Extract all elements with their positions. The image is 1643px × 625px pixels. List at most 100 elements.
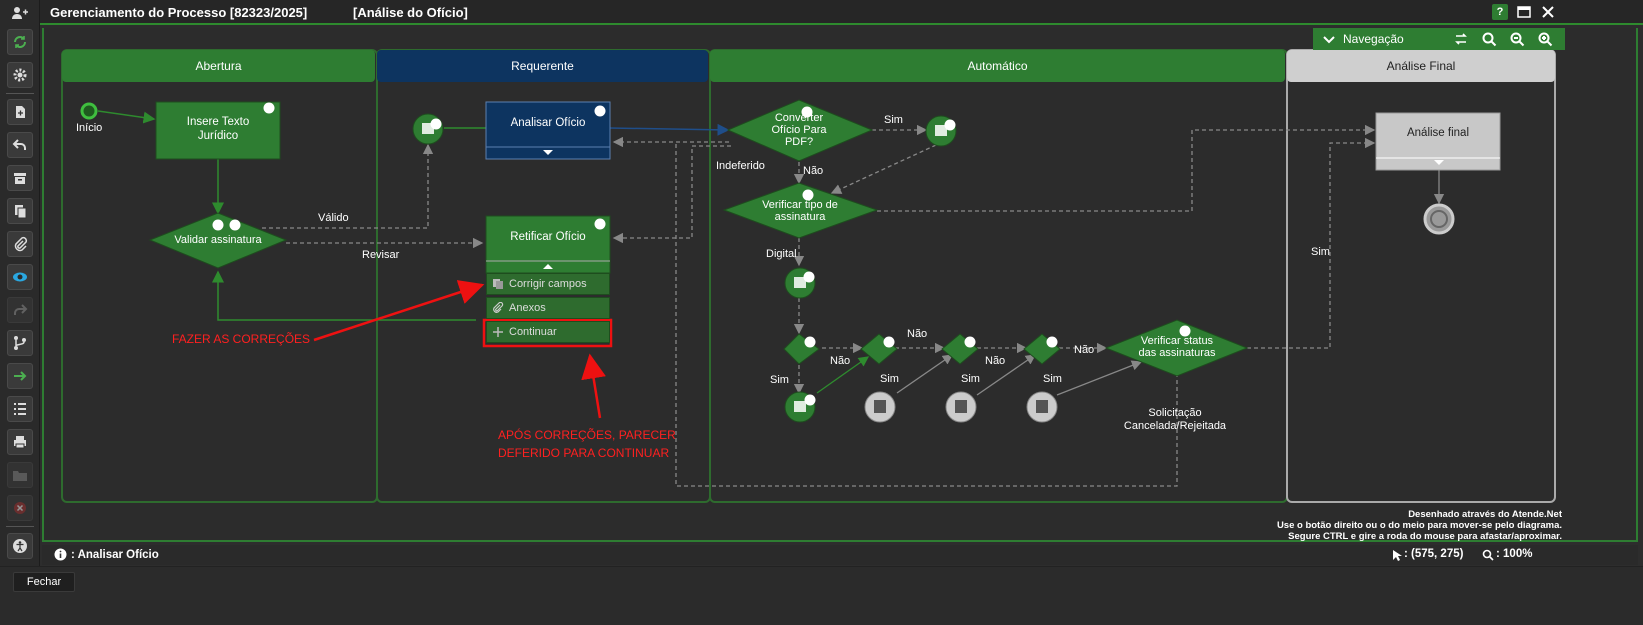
zoom-in-icon[interactable]: [1537, 31, 1553, 47]
end-event[interactable]: [1423, 203, 1455, 235]
gateway-validar-assinatura[interactable]: [148, 212, 288, 269]
edge-label-nao-pdf: Não: [803, 165, 824, 177]
edge-label-valido: Válido: [318, 212, 349, 224]
search-icon[interactable]: [1481, 31, 1497, 47]
start-label: Início: [76, 122, 103, 134]
process-diagram: [61, 49, 1556, 503]
lane-requerente-label: Requerente: [511, 59, 574, 73]
settings-icon[interactable]: [7, 62, 33, 88]
edge-label-sim-final: Sim: [1311, 246, 1330, 258]
lane-header-automatico: [710, 50, 1285, 82]
retificar-oficio-label: Retificar Ofício: [510, 231, 586, 243]
menu-anexos[interactable]: Anexos: [486, 297, 610, 319]
accessibility-icon[interactable]: [7, 533, 33, 559]
attachment-icon[interactable]: [7, 231, 33, 257]
menu-continuar[interactable]: Continuar: [486, 321, 610, 343]
title-bar: Gerenciamento do Processo [82323/2025] […: [40, 0, 1643, 25]
help-icon[interactable]: ?: [1492, 4, 1508, 20]
edge-label-cancelada: Solicitação Cancelada/Rejeitada: [1123, 407, 1227, 432]
insere-texto-label: Insere Texto Jurídico: [186, 116, 250, 142]
edge-label-sim-1: Sim: [770, 374, 789, 386]
start-event[interactable]: [80, 102, 98, 120]
edge-label-revisar: Revisar: [362, 249, 400, 261]
status-bar: : Analisar Ofício : (575, 275) : 100%: [42, 545, 1638, 565]
edge-label-sim-pdf: Sim: [884, 114, 903, 126]
zoom-out-icon[interactable]: [1509, 31, 1525, 47]
navigation-label: Navegação: [1343, 32, 1404, 46]
user-icon[interactable]: [7, 2, 33, 24]
paperclip-icon: [493, 302, 504, 313]
edge-label-nao-1: Não: [830, 355, 851, 367]
menu-corrigir-label: Corrigir campos: [509, 278, 587, 290]
converter-pdf-label: Converter Ofício Para PDF?: [771, 112, 827, 148]
list-icon[interactable]: [7, 396, 33, 422]
refresh-icon[interactable]: [7, 29, 33, 55]
close-icon[interactable]: [1540, 4, 1556, 20]
task-retificar-oficio[interactable]: [485, 215, 611, 274]
analise-final-label: Análise final: [1406, 127, 1469, 139]
menu-continuar-label: Continuar: [509, 326, 557, 338]
plus-icon: [493, 327, 503, 337]
lane-abertura-label: Abertura: [195, 59, 242, 73]
task-analisar-oficio[interactable]: [485, 101, 611, 160]
lane-header-abertura: [62, 50, 375, 82]
swap-icon[interactable]: [1453, 31, 1469, 47]
edge-label-nao-2: Não: [907, 328, 928, 340]
edge-label-digital: Digital: [766, 248, 797, 260]
hint-line-1: Desenhado através do Atende.Net: [1408, 509, 1562, 520]
current-task-status: : Analisar Ofício: [54, 548, 159, 561]
edge-label-sim-3: Sim: [961, 373, 980, 385]
diagram-canvas[interactable]: Abertura Requerente Automático Análise F…: [42, 28, 1638, 542]
info-icon: [54, 548, 67, 561]
task-insere-texto[interactable]: [155, 101, 281, 160]
window-title: Gerenciamento do Processo [82323/2025]: [50, 5, 308, 20]
left-toolbar: [0, 0, 40, 625]
archive-icon[interactable]: [7, 165, 33, 191]
copy-icon[interactable]: [7, 198, 33, 224]
copy-fields-icon: [493, 279, 503, 289]
navigation-panel[interactable]: Navegação: [1313, 28, 1565, 50]
undo-icon[interactable]: [7, 132, 33, 158]
hint-line-2: Use o botão direito ou o do meio para mo…: [1276, 520, 1562, 531]
cursor-icon: [1393, 550, 1402, 561]
lane-header-analise: [1287, 50, 1555, 82]
validar-assinatura-label: Validar assinatura: [174, 234, 262, 246]
lane-header-requerente: [377, 50, 708, 82]
document-icon[interactable]: [7, 99, 33, 125]
edge-label-sim-2: Sim: [880, 373, 899, 385]
gateway-converter-pdf[interactable]: [726, 99, 874, 162]
edge-label-nao-4: Não: [1074, 344, 1095, 356]
gateway-verificar-status[interactable]: [1104, 319, 1249, 377]
footer-bar: Fechar: [0, 566, 1643, 625]
menu-anexos-label: Anexos: [509, 302, 546, 314]
close-button[interactable]: Fechar: [13, 572, 75, 592]
zoom-level: : 100%: [1496, 548, 1533, 560]
analisar-oficio-label: Analisar Ofício: [510, 117, 586, 129]
maximize-icon[interactable]: [1516, 4, 1532, 20]
lane-analise-label: Análise Final: [1386, 59, 1456, 73]
verificar-tipo-label: Verificar tipo de assinatura: [762, 199, 838, 223]
folder-icon[interactable]: [7, 462, 33, 488]
annotation-apos-correcoes: APÓS CORREÇÕES, PARECER DEFERIDO PARA CO…: [498, 428, 676, 460]
zoom-icon: [1482, 549, 1494, 561]
arrow-right-icon[interactable]: [7, 363, 33, 389]
hint-line-3: Segure CTRL e gire a roda do mouse para …: [1288, 531, 1562, 542]
edge-label-nao-3: Não: [985, 355, 1006, 367]
cancel-icon[interactable]: [7, 495, 33, 521]
current-task-label: : Analisar Ofício: [71, 548, 159, 561]
window-subtitle: [Análise do Ofício]: [353, 5, 468, 20]
edge-label-sim-4: Sim: [1043, 373, 1062, 385]
chevron-down-icon[interactable]: [1321, 31, 1337, 47]
forward-icon[interactable]: [7, 297, 33, 323]
menu-corrigir-campos[interactable]: Corrigir campos: [486, 273, 610, 295]
gateway-verificar-tipo[interactable]: [722, 182, 879, 239]
lane-automatico-label: Automático: [967, 59, 1028, 73]
edge-label-indeferido: Indeferido: [716, 160, 765, 172]
annotation-fazer-correcoes: FAZER AS CORREÇÕES: [172, 332, 311, 346]
print-icon[interactable]: [7, 429, 33, 455]
verificar-status-label: Verificar status das assinaturas: [1138, 335, 1216, 359]
branch-icon[interactable]: [7, 330, 33, 356]
cursor-coordinates: : (575, 275): [1404, 548, 1464, 560]
view-icon[interactable]: [7, 264, 33, 290]
